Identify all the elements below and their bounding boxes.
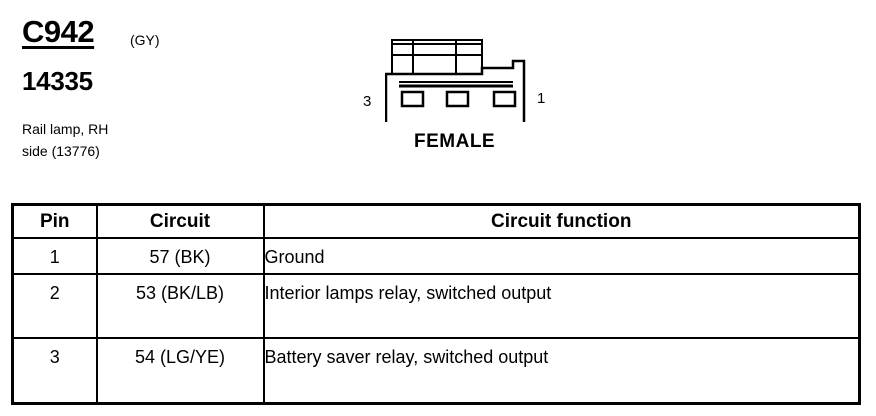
connector-description: Rail lamp, RH side (13776)	[22, 118, 108, 162]
function-cell: Ground	[262, 237, 861, 275]
circuit-cell: 53 (BK/LB)	[95, 273, 265, 339]
pin-cell: 1	[11, 237, 98, 275]
table-row: 3 54 (LG/YE) Battery saver relay, switch…	[11, 337, 861, 405]
header-circuit-function: Circuit function	[262, 203, 861, 239]
circuit-cell: 57 (BK)	[95, 237, 265, 275]
function-cell: Battery saver relay, switched output	[262, 337, 861, 405]
circuit-cell: 54 (LG/YE)	[95, 337, 265, 405]
part-number: 14335	[22, 66, 93, 96]
pin-label-left: 3	[363, 93, 372, 110]
function-cell: Interior lamps relay, switched output	[262, 273, 861, 339]
connector-face-drawing	[385, 39, 526, 122]
table-row: 1 57 (BK) Ground	[11, 237, 861, 275]
table-row: 2 53 (BK/LB) Interior lamps relay, switc…	[11, 273, 861, 339]
pin-cell: 3	[11, 337, 98, 405]
table-header-row: Pin Circuit Circuit function	[11, 203, 861, 239]
connector-gender-label: FEMALE	[414, 131, 496, 152]
pin-cell: 2	[11, 273, 98, 339]
connector-id: C942	[22, 14, 95, 49]
header-pin: Pin	[11, 203, 98, 239]
pin-label-right: 1	[537, 90, 546, 107]
header-circuit: Circuit	[95, 203, 265, 239]
pin-table: Pin Circuit Circuit function 1 57 (BK) G…	[11, 203, 861, 405]
description-line-1: Rail lamp, RH	[22, 121, 109, 137]
description-line-2: side (13776)	[22, 143, 100, 159]
connector-color-code: (GY)	[130, 32, 160, 48]
